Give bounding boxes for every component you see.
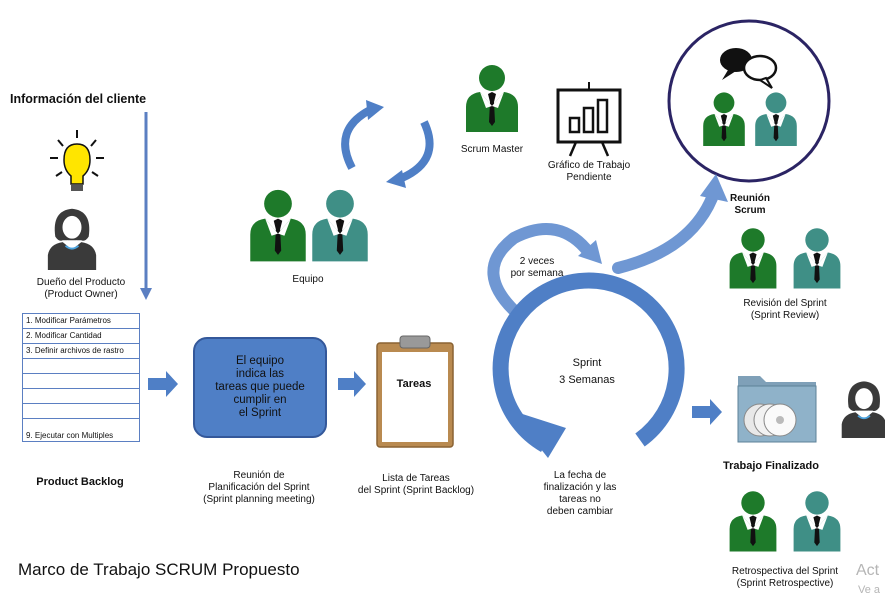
clipboard-label: Tareas	[396, 378, 432, 390]
backlog-item: 9. Ejecutar con Multiples	[26, 431, 114, 440]
backlog-item	[23, 404, 139, 419]
finished-owner-avatar	[840, 380, 885, 438]
daily-scrum-circle	[667, 19, 831, 183]
arrow-to-tasks	[338, 371, 366, 397]
client-info-label: Información del cliente	[10, 92, 147, 106]
sprint-frequency-label: 2 veces por semana	[510, 256, 564, 279]
finished-label: Trabajo Finalizado	[723, 460, 819, 472]
speech-bubbles-icon	[720, 48, 778, 89]
retro-member-2	[793, 491, 841, 552]
product-backlog-label: Product Backlog	[36, 476, 124, 488]
backlog-item	[23, 389, 139, 404]
arrow-to-planning	[148, 371, 178, 397]
backlog-item	[23, 359, 139, 374]
backlog-item: 1. Modificar Parámetros	[23, 314, 139, 329]
retro-member-1	[729, 491, 777, 552]
product-owner-avatar	[46, 207, 98, 270]
retro-label: Retrospectiva del Sprint (Sprint Retrosp…	[731, 566, 839, 589]
sprint-note: La fecha de finalización y las tareas no…	[543, 470, 617, 517]
team-cycle-arrows	[400, 120, 434, 182]
product-backlog-list: 1. Modificar Parámetros 2. Modificar Can…	[22, 313, 140, 442]
team-member-2	[312, 189, 368, 262]
sprint-duration: 3 Semanas	[559, 374, 615, 386]
backlog-item: 2. Modificar Cantidad	[23, 329, 139, 344]
sprint-title: Sprint	[572, 357, 602, 369]
small-loop-arrow	[487, 223, 595, 321]
planning-label: Reunión de Planificación del Sprint (Spr…	[203, 470, 315, 505]
watermark-line2: Ve a	[858, 584, 881, 596]
watermark-line1: Act	[856, 562, 880, 579]
burndown-chart-icon	[556, 82, 622, 157]
review-member-1	[729, 228, 777, 289]
review-label: Revisión del Sprint (Sprint Review)	[743, 298, 827, 321]
review-member-2	[793, 228, 841, 289]
lightbulb-icon	[50, 130, 104, 191]
arrow-to-daily	[612, 192, 718, 274]
folder-discs-icon	[737, 376, 817, 443]
daily-scrum-label: Reunión Scrum	[730, 193, 770, 216]
arrow-to-finished	[692, 399, 722, 425]
backlog-item: 3. Definir archivos de rastro	[23, 344, 139, 359]
page-title: Marco de Trabajo SCRUM Propuesto	[18, 560, 300, 579]
clipboard-icon	[376, 335, 454, 448]
team-member-1	[250, 189, 306, 262]
scrum-master-label: Scrum Master	[460, 144, 524, 155]
team-label: Equipo	[292, 274, 324, 285]
burndown-label: Gráfico de Trabajo Pendiente	[547, 160, 631, 183]
backlog-item	[23, 374, 139, 389]
product-owner-label: Dueño del Producto (Product Owner)	[36, 277, 126, 300]
scrum-master-avatar	[466, 65, 518, 132]
planning-box: El equipo indica las tareas que puede cu…	[193, 337, 327, 438]
sprint-loop-arrow	[492, 272, 685, 452]
tasks-label: Lista de Tareas del Sprint (Sprint Backl…	[357, 473, 475, 496]
